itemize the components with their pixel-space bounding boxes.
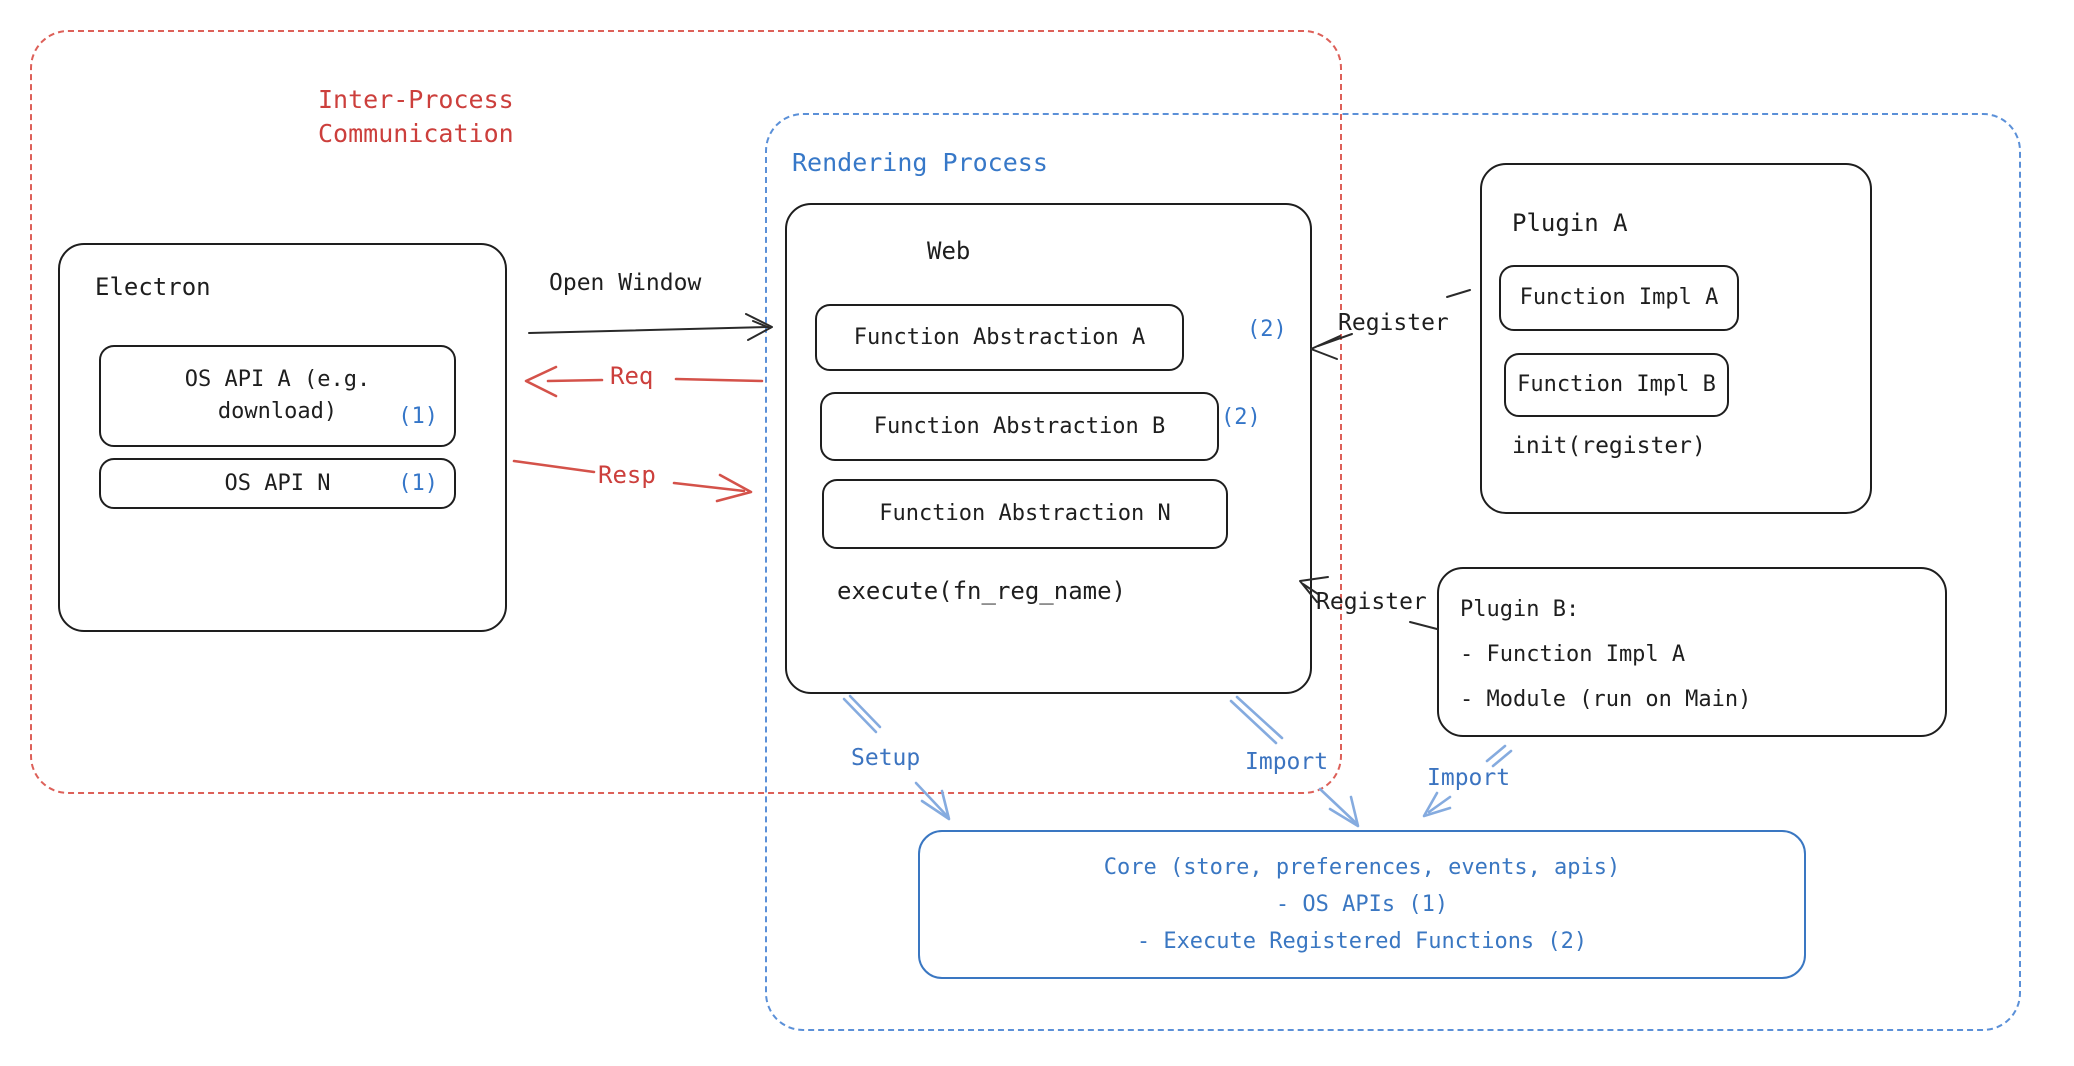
- register-b-label: Register: [1316, 589, 1427, 615]
- os-api-n-badge: (1): [398, 471, 438, 496]
- rendering-region-label: Rendering Process: [792, 148, 1048, 177]
- ipc-region-box: [30, 30, 1342, 794]
- electron-box: Electron OS API A (e.g. download) (1) OS…: [58, 243, 507, 632]
- import-plugin-label: Import: [1427, 765, 1511, 791]
- execute-code-label: execute(fn_reg_name): [837, 577, 1126, 605]
- plugin-b-line-2: - Function Impl A: [1460, 642, 1686, 667]
- resp-label: Resp: [598, 461, 656, 489]
- core-line-1: Core (store, preferences, events, apis): [1103, 855, 1621, 880]
- core-line-2: - OS APIs (1): [1275, 892, 1449, 917]
- core-box: Core (store, preferences, events, apis) …: [918, 830, 1806, 979]
- register-a-label: Register: [1338, 310, 1449, 336]
- electron-title: Electron: [95, 273, 211, 301]
- setup-label: Setup: [851, 745, 921, 771]
- function-abstraction-b-box: Function Abstraction B: [820, 392, 1219, 461]
- plugin-a-title: Plugin A: [1512, 209, 1628, 237]
- ipc-region-label: Inter-Process Communication: [318, 85, 514, 148]
- plugin-b-line-3: - Module (run on Main): [1460, 687, 1752, 712]
- plugin-b-line-1: Plugin B:: [1460, 597, 1580, 622]
- function-impl-b-label: Function Impl B: [1517, 372, 1716, 397]
- function-abstraction-n-label: Function Abstraction N: [879, 501, 1171, 526]
- function-impl-a-label: Function Impl A: [1519, 285, 1719, 310]
- req-label: Req: [610, 362, 654, 390]
- function-abstraction-a-badge: (2): [1247, 317, 1287, 342]
- function-abstraction-a-label: Function Abstraction A: [853, 324, 1146, 350]
- core-line-3: - Execute Registered Functions (2): [1136, 929, 1588, 954]
- os-api-n-box: OS API N (1): [99, 458, 456, 509]
- plugin-b-box: Plugin B: - Function Impl A - Module (ru…: [1437, 567, 1947, 737]
- open-window-label: Open Window: [549, 270, 702, 296]
- web-title: Web: [927, 237, 971, 265]
- function-abstraction-a-box: Function Abstraction A: [815, 304, 1184, 371]
- os-api-n-label: OS API N: [224, 470, 331, 496]
- os-api-a-line2: download): [217, 399, 338, 424]
- os-api-a-badge: (1): [398, 404, 438, 429]
- function-abstraction-b-label: Function Abstraction B: [873, 413, 1166, 439]
- web-box: Web Function Abstraction A (2) Function …: [785, 203, 1312, 694]
- os-api-a-line1: OS API A (e.g.: [184, 367, 371, 392]
- init-register-label: init(register): [1512, 433, 1706, 459]
- function-impl-b-box: Function Impl B: [1504, 353, 1729, 417]
- import-web-label: Import: [1245, 749, 1329, 775]
- rendering-region-box: [765, 113, 2021, 1031]
- plugin-a-box: Plugin A Function Impl A Function Impl B…: [1480, 163, 1872, 514]
- function-abstraction-b-badge: (2): [1221, 405, 1261, 430]
- function-abstraction-n-box: Function Abstraction N: [822, 479, 1228, 549]
- function-impl-a-box: Function Impl A: [1499, 265, 1739, 331]
- os-api-a-box: OS API A (e.g. download) (1): [99, 345, 456, 447]
